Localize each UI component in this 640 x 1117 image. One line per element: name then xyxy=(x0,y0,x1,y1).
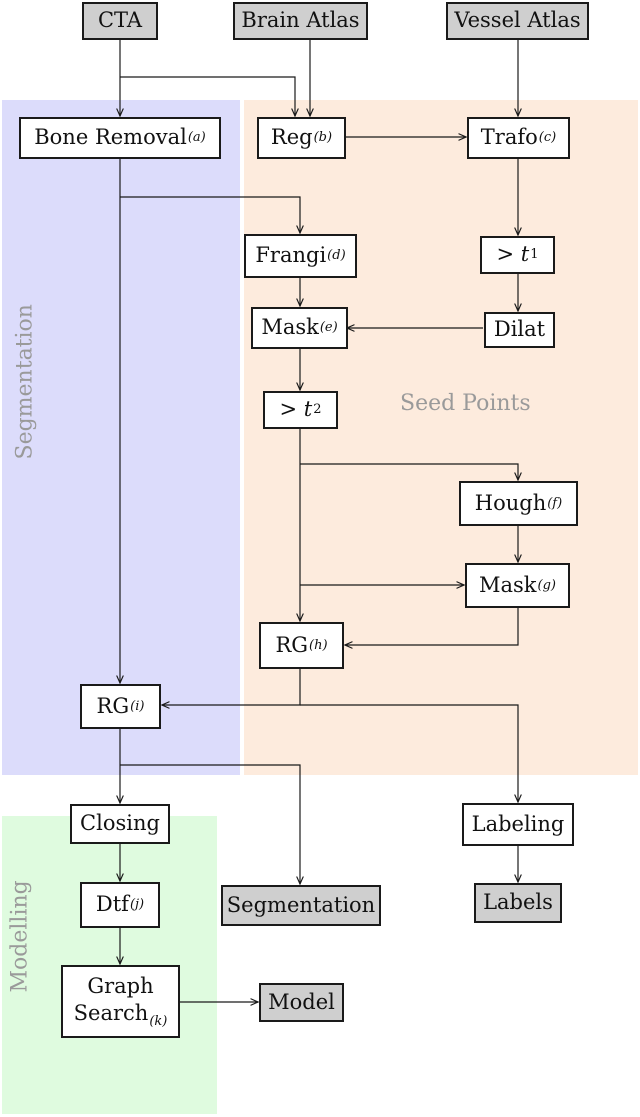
edge-rg-h-labeling xyxy=(300,704,518,802)
brain-atlas-input: Brain Atlas xyxy=(233,2,368,40)
edge-bone-removal-frangi xyxy=(120,196,300,233)
graph-search-node: Graph Search(k) xyxy=(61,965,180,1038)
hough-label: Hough xyxy=(474,490,547,515)
reg-label: Reg xyxy=(270,125,313,150)
graph-search-sub: (k) xyxy=(149,1013,168,1029)
reg-node: Reg(b) xyxy=(257,117,346,159)
model-output: Model xyxy=(259,983,344,1022)
edge-t2-hough xyxy=(300,463,518,480)
mask-g-sub: (g) xyxy=(537,577,556,593)
trafo-node: Trafo(c) xyxy=(467,117,570,159)
bone-removal-label: Bone Removal xyxy=(34,125,187,150)
vessel-atlas-input: Vessel Atlas xyxy=(446,2,589,40)
frangi-node: Frangi(d) xyxy=(244,234,357,278)
graph-search-line2: Search xyxy=(73,1000,149,1025)
rg-i-sub: (i) xyxy=(130,698,145,714)
hough-sub: (f) xyxy=(547,495,563,511)
rg-i-label: RG xyxy=(96,693,130,718)
edge-rg-i-segmentation xyxy=(120,764,300,884)
cta-label: CTA xyxy=(97,8,143,33)
trafo-sub: (c) xyxy=(538,130,557,146)
threshold-t1-var: t xyxy=(520,242,530,267)
mask-e-label: Mask xyxy=(261,315,319,340)
closing-label: Closing xyxy=(80,811,160,836)
rg-h-sub: (h) xyxy=(309,637,328,653)
frangi-sub: (d) xyxy=(327,248,346,264)
edge-cta-reg xyxy=(120,76,295,116)
labels-output-label: Labels xyxy=(483,890,553,915)
labeling-node: Labeling xyxy=(462,803,574,846)
threshold-t1-sub: 1 xyxy=(530,247,539,263)
mask-g-node: Mask(g) xyxy=(465,563,570,608)
mask-e-sub: (e) xyxy=(319,320,338,336)
vessel-atlas-label: Vessel Atlas xyxy=(454,8,581,33)
dilat-node: Dilat xyxy=(484,312,555,348)
threshold-t2-var: t xyxy=(303,397,313,422)
cta-input: CTA xyxy=(82,2,158,40)
graph-search-line1: Graph xyxy=(87,974,154,999)
reg-sub: (b) xyxy=(313,130,333,146)
mask-e-node: Mask(e) xyxy=(251,307,348,349)
rg-i-node: RG(i) xyxy=(80,684,161,729)
mask-g-label: Mask xyxy=(479,572,537,597)
frangi-label: Frangi xyxy=(255,243,327,268)
dtf-label: Dtf xyxy=(95,892,129,917)
segmentation-output-label: Segmentation xyxy=(226,892,376,917)
edge-rg-h-rg-i xyxy=(162,668,301,705)
rg-h-label: RG xyxy=(275,632,309,657)
segmentation-output: Segmentation xyxy=(221,885,381,926)
segmentation-region xyxy=(2,100,240,775)
threshold-t2-sub: 2 xyxy=(313,402,322,418)
dilat-label: Dilat xyxy=(493,317,546,342)
trafo-label: Trafo xyxy=(480,125,538,150)
rg-h-node: RG(h) xyxy=(259,622,344,669)
edge-mask-g-rg-h xyxy=(345,607,519,645)
bone-removal-node: Bone Removal(a) xyxy=(19,117,221,159)
labeling-label: Labeling xyxy=(471,811,565,836)
dtf-node: Dtf(j) xyxy=(80,882,160,928)
dtf-sub: (j) xyxy=(129,897,145,913)
hough-node: Hough(f) xyxy=(459,481,578,526)
bone-removal-sub: (a) xyxy=(187,130,206,146)
labels-output: Labels xyxy=(474,883,562,923)
seed-points-region-label: Seed Points xyxy=(400,391,531,416)
brain-atlas-label: Brain Atlas xyxy=(241,8,360,33)
model-output-label: Model xyxy=(268,989,335,1014)
closing-node: Closing xyxy=(70,804,170,844)
threshold-t1-op: > xyxy=(496,242,515,267)
threshold-t2-op: > xyxy=(279,397,298,422)
